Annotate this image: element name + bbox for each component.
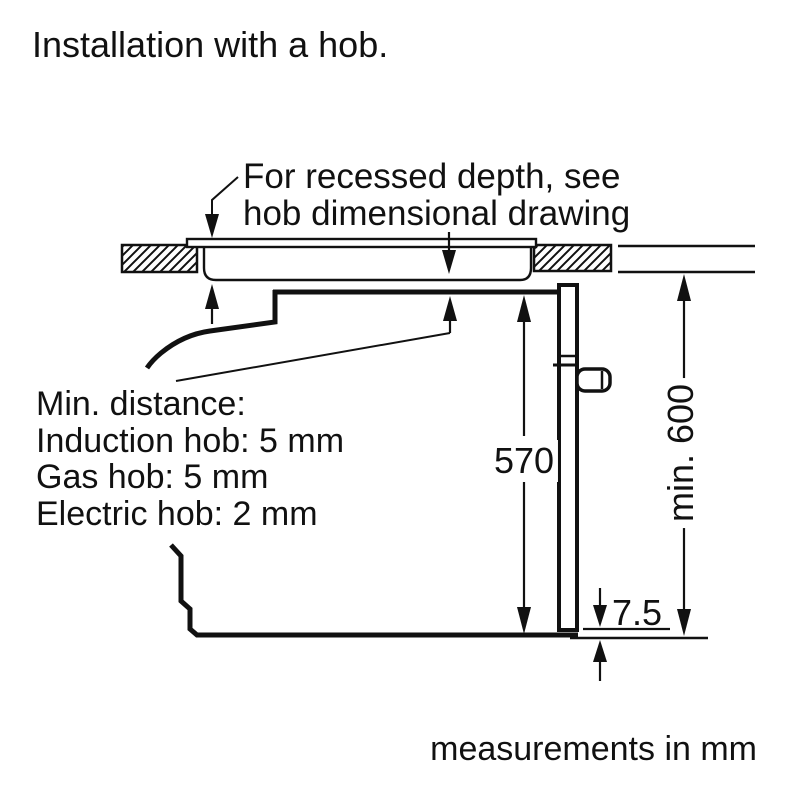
bottom-lip-lines: [570, 627, 708, 640]
recessed-depth-note-line2: hob dimensional drawing: [243, 194, 631, 233]
measurements-note: measurements in mm: [430, 730, 757, 768]
min-distance-item-induction: Induction hob: 5 mm: [36, 421, 345, 460]
min-distance-leader: [175, 296, 457, 382]
dim-570-label: 570: [489, 440, 559, 482]
hob-glass-top: [185, 237, 538, 249]
recessed-depth-note-line1: For recessed depth, see: [243, 157, 621, 196]
min-distance-heading: Min. distance:: [36, 385, 246, 423]
recessed-depth-leader-right: [442, 232, 456, 274]
min-distance-item-electric: Electric hob: 2 mm: [36, 494, 318, 533]
worktop-right-section: [532, 243, 613, 273]
worktop-continuation-lines: [618, 244, 755, 274]
oven-bottom-outline: [169, 543, 578, 638]
oven-control-knob: [575, 367, 612, 393]
oven-break-line-top: [144, 290, 278, 370]
dim-7p5-label: 7.5: [612, 592, 663, 633]
worktop-left-section: [120, 243, 199, 274]
dim-570-arrows: [517, 295, 531, 634]
dim-7p5-arrows: [593, 588, 607, 681]
dim-min600-arrows: [677, 274, 691, 636]
hob-underside-arrow: [205, 284, 219, 324]
page-title: Installation with a hob.: [32, 24, 389, 65]
hob-body: [202, 247, 533, 282]
dim-min600-label: min. 600: [660, 377, 702, 529]
recessed-depth-leader-left: [205, 176, 239, 238]
oven-front-frame: [553, 283, 612, 632]
recessed-depth-note: For recessed depth, see hob dimensional …: [243, 158, 630, 232]
min-distance-note: Min. distance: Induction hob: 5 mm Gas h…: [36, 386, 344, 532]
door-seam: [553, 354, 577, 367]
min-distance-item-gas: Gas hob: 5 mm: [36, 458, 269, 496]
